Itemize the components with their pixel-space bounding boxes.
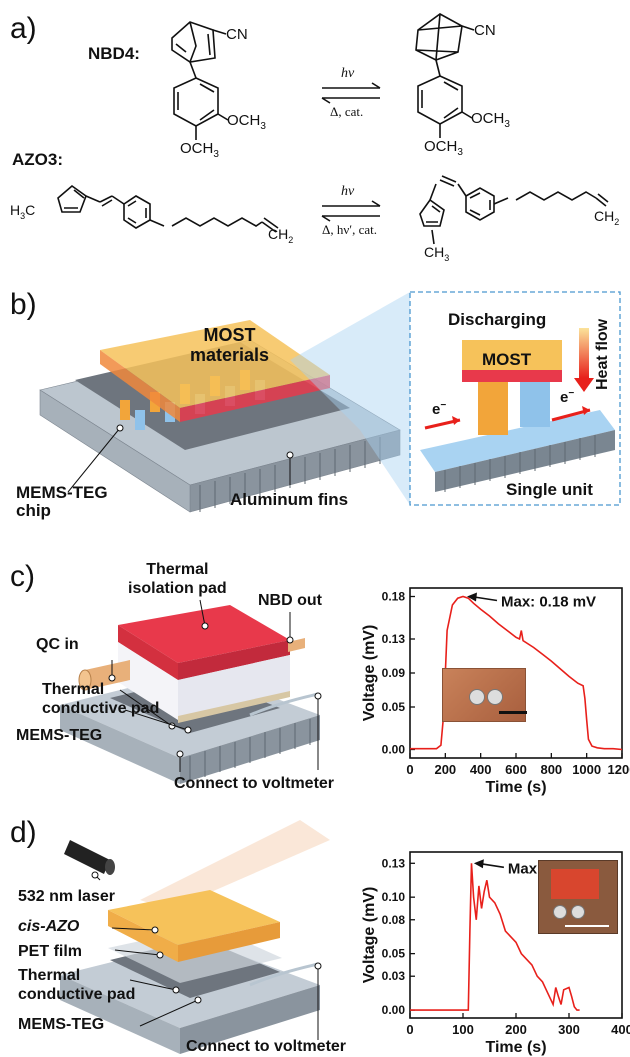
chart-c-xtick-label: 0 (406, 762, 413, 777)
chart-c-inset-photo (442, 668, 527, 722)
panel-d: d) 532 nm laser cis-AZO PET film Thermal… (0, 800, 630, 1057)
cis-azo-label: cis-AZO (18, 918, 80, 935)
chart-d-annotation-arrowhead (473, 859, 484, 869)
electron-label-right: e− (560, 388, 575, 406)
chart-c-xtick-label: 800 (540, 762, 562, 777)
chart-c-ytick-label: 0.09 (382, 666, 406, 680)
chart-c-ytick-label: 0.13 (382, 632, 406, 646)
chart-d-xtick-label: 100 (452, 1022, 474, 1037)
panel-a: a) NBD4: (0, 0, 630, 280)
chart-d-ytick-label: 0.13 (382, 856, 406, 870)
panel-b-label: b) (10, 288, 37, 321)
chart-d-xtick-label: 300 (558, 1022, 580, 1037)
chart-c-series-line (410, 595, 623, 751)
inset-most-label: MOST (482, 350, 532, 369)
azo-device-illustration (60, 820, 330, 1054)
chart-d-ytick-label: 0.10 (382, 890, 406, 904)
panel-c-label: c) (10, 560, 35, 593)
nbd4-reactant-structure (57, 13, 609, 245)
mems-teg-label-d: MEMS-TEG (18, 1016, 105, 1033)
qc-in-label: QC in (36, 636, 79, 653)
nbd-backward-label: Δ, cat. (330, 104, 364, 119)
chart-d-xlabel: Time (s) (485, 1039, 546, 1056)
chart-c-ytick-label: 0.00 (382, 743, 406, 757)
chart-d-ytick-label: 0.03 (382, 969, 406, 983)
qc-ome-label-1: OCH3 (471, 110, 510, 130)
pet-film-label: PET film (18, 943, 83, 960)
chart-c-annotation-arrowhead (467, 592, 477, 602)
qc-device-illustration (60, 599, 322, 784)
panel-b: b) (0, 280, 630, 530)
azo-forward-label: hν (341, 184, 355, 199)
panel-a-label: a) (10, 12, 37, 45)
chart-d-xtick-label: 200 (505, 1022, 527, 1037)
electron-label-left: e− (432, 400, 447, 418)
chart-d-ytick-label: 0.08 (382, 913, 406, 927)
azo-h3c-label: H3C (10, 202, 36, 221)
chart-d-series-line (410, 863, 580, 1011)
aluminum-fins-label: Aluminum fins (230, 490, 349, 509)
chart-d-ylabel: Voltage (mV) (361, 887, 378, 984)
chart-c-xtick-label: 600 (505, 762, 527, 777)
chart-c-xtick-label: 1000 (572, 762, 601, 777)
chart-d-xtick-label: 400 (611, 1022, 630, 1037)
chart-c-xtick-label: 200 (434, 762, 456, 777)
laser-label: 532 nm laser (18, 888, 115, 905)
heat-flow-label: Heat flow (594, 318, 611, 390)
qc-ome-label-2: OCH3 (424, 138, 463, 158)
azo-ch2-label: CH2 (268, 226, 294, 245)
azo3-label: AZO3: (12, 150, 64, 169)
mems-teg-label: MEMS-TEG (16, 727, 103, 744)
discharging-label: Discharging (448, 310, 547, 329)
chart-c-xlabel: Time (s) (485, 779, 546, 796)
azo-product-ch3-label: CH3 (424, 244, 450, 263)
nbd4-ome-label-1: OCH3 (227, 112, 266, 132)
chart-d-ytick-label: 0.05 (382, 947, 406, 961)
mems-teg-device-illustration (39, 291, 621, 513)
chart-c-ytick-label: 0.18 (382, 590, 406, 604)
single-unit-label: Single unit (506, 480, 593, 499)
connect-voltmeter-label: Connect to voltmeter (174, 775, 335, 792)
chart-d-xtick-label: 0 (406, 1022, 413, 1037)
chart-c-ytick-label: 0.05 (382, 700, 406, 714)
chart-c-ylabel: Voltage (mV) (361, 625, 378, 722)
qc-cn-label: CN (474, 22, 496, 39)
chart-c-annotation: Max: 0.18 mV (501, 594, 596, 611)
nbd-forward-label: hν (341, 66, 355, 81)
nbd4-ome-label-2: OCH3 (180, 140, 219, 160)
nbd4-label: NBD4: (88, 44, 140, 63)
nbd4-cn-label: CN (226, 26, 248, 43)
connect-voltmeter-label-d: Connect to voltmeter (186, 1038, 347, 1055)
chart-d-inset-photo (538, 860, 618, 934)
azo-backward-label: Δ, hν′, cat. (322, 222, 377, 237)
azo-product-ch2-label: CH2 (594, 208, 620, 227)
nbd-out-label: NBD out (258, 592, 322, 609)
chart-c-xtick-label: 400 (470, 762, 492, 777)
panel-d-label: d) (10, 816, 37, 849)
chart-d-ytick-label: 0.00 (382, 1003, 406, 1017)
